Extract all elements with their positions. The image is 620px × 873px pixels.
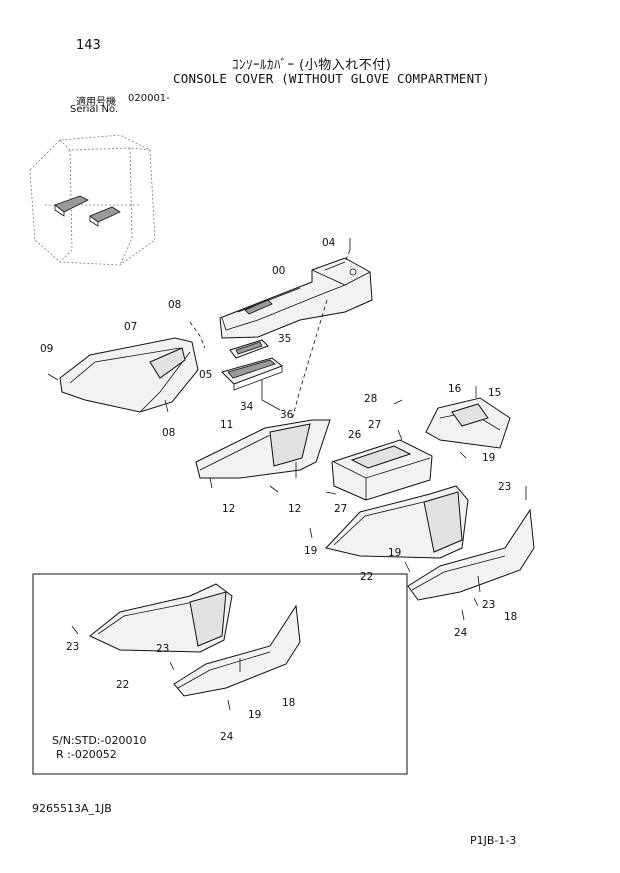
part-28-clip xyxy=(393,399,403,405)
callout-26: 26 xyxy=(348,429,362,441)
inset-callout-24: 24 xyxy=(220,731,234,743)
page-title: CONSOLE COVER (WITHOUT GLOVE COMPARTMENT… xyxy=(173,71,490,86)
inset-callout-22: 22 xyxy=(116,679,129,691)
page-number: 143 xyxy=(76,38,101,53)
part-19-screw xyxy=(459,451,467,459)
part-27-screw xyxy=(325,491,337,495)
inset-part-18-side-cover xyxy=(173,604,301,697)
part-36-bracket xyxy=(261,380,281,411)
inset-part-23-screw xyxy=(169,661,175,671)
part-24-screw xyxy=(461,609,465,621)
callout-11: 11 xyxy=(220,419,233,431)
page-code: P1JB-1-3 xyxy=(470,834,517,847)
callout-19: 19 xyxy=(482,452,495,464)
part-09-screw xyxy=(47,373,59,381)
document-code: 9265513A_1JB xyxy=(32,802,112,815)
inset-callout-19: 19 xyxy=(248,709,261,721)
inset-callout-18: 18 xyxy=(282,697,295,709)
callout-27-lower: 27 xyxy=(334,503,347,515)
part-07-side-trim xyxy=(59,337,199,413)
callout-04: 04 xyxy=(322,237,336,249)
callout-08-lower: 08 xyxy=(162,427,175,439)
callout-05: 05 xyxy=(199,369,212,381)
inset-callout-23-mid: 23 xyxy=(156,643,169,655)
part-26-middle-cover xyxy=(331,439,433,501)
assembly-line xyxy=(189,321,206,349)
cab-location-sketch xyxy=(29,134,156,266)
callout-07: 07 xyxy=(124,321,137,333)
part-35-switch-cover xyxy=(229,339,269,359)
page-title-japanese: ｺﾝｿｰﾙｶﾊﾞｰ (小物入れ不付) xyxy=(232,58,392,73)
part-19-screw xyxy=(309,527,313,539)
callout-18: 18 xyxy=(504,611,517,623)
inset-part-22-lower-cover xyxy=(89,583,233,653)
inset-part-24-screw xyxy=(227,699,231,711)
inset-callout-23: 23 xyxy=(66,641,79,653)
part-11-lower-panel xyxy=(195,419,331,479)
callout-23-lower: 23 xyxy=(482,599,495,611)
callout-36: 36 xyxy=(280,409,294,421)
part-00-console-body xyxy=(219,257,373,339)
part-18-side-cover xyxy=(407,508,535,601)
callout-15: 15 xyxy=(488,387,501,399)
callout-23: 23 xyxy=(498,481,511,493)
assembly-line xyxy=(291,299,328,421)
part-34-switch-panel xyxy=(221,357,283,391)
part-04-screw xyxy=(344,238,351,263)
callout-22: 22 xyxy=(360,571,373,583)
part-12-screw xyxy=(269,485,279,493)
part-15-rear-bracket xyxy=(425,397,511,449)
callout-19-left: 19 xyxy=(304,545,317,557)
callout-09: 09 xyxy=(40,343,53,355)
serial-range: 020001- xyxy=(128,93,170,104)
callout-12: 12 xyxy=(222,503,235,515)
callout-34: 34 xyxy=(240,401,254,413)
inset-part-23-screw xyxy=(71,625,79,635)
serial-label: Serial No. xyxy=(70,104,119,115)
callout-19-mid: 19 xyxy=(388,547,401,559)
callout-28: 28 xyxy=(364,393,377,405)
part-27-screw xyxy=(397,429,403,441)
variant-inset-box xyxy=(32,573,408,775)
callout-35: 35 xyxy=(278,333,291,345)
callout-08: 08 xyxy=(168,299,181,311)
part-12-screw xyxy=(209,477,213,489)
callout-00: 00 xyxy=(272,265,285,277)
callout-12-right: 12 xyxy=(288,503,301,515)
callout-16: 16 xyxy=(448,383,462,395)
serial-label-japanese: 適用号機 xyxy=(76,97,116,108)
inset-serial-std: S/N:STD:-020010 xyxy=(52,734,147,747)
part-19-screw xyxy=(404,561,411,573)
callout-24: 24 xyxy=(454,627,468,639)
part-22-lower-cover xyxy=(325,485,469,559)
part-23-screw xyxy=(473,597,479,607)
callout-27: 27 xyxy=(368,419,381,431)
inset-serial-r: R :-020052 xyxy=(56,748,117,761)
